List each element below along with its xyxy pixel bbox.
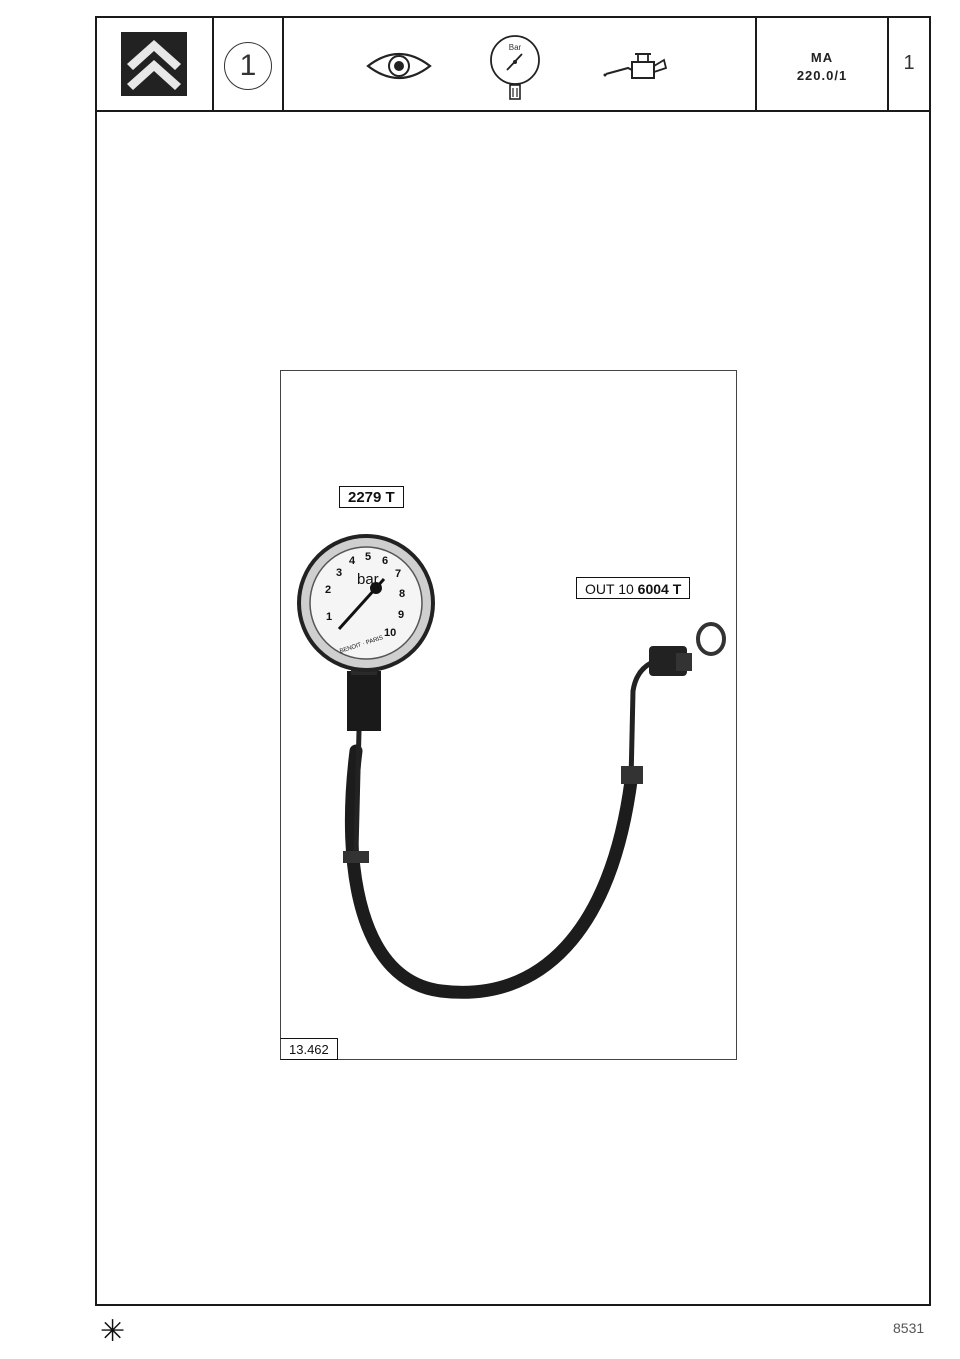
ref-code-line1: MA xyxy=(810,50,834,65)
section-number-cell: 1 xyxy=(214,18,284,110)
dial-number-1: 1 xyxy=(326,611,333,623)
dial-number-4: 4 xyxy=(349,555,356,567)
dial-number-8: 8 xyxy=(399,588,406,600)
header-bar: 1 Bar xyxy=(97,18,929,112)
page-number-cell: 1 xyxy=(889,18,929,110)
dial-number-6: 6 xyxy=(382,555,389,567)
reference-cell: MA 220.0/1 xyxy=(757,18,889,110)
ref-code-line2: 220.0/1 xyxy=(796,68,848,83)
asterisk-mark: ✳ xyxy=(100,1314,126,1349)
gauge-icon-label: Bar xyxy=(509,43,522,52)
dial-number-10: 10 xyxy=(384,627,397,639)
figure-number: 13.462 xyxy=(280,1038,338,1060)
dial-number-7: 7 xyxy=(395,568,402,580)
pressure-gauge-icon: Bar xyxy=(490,35,540,100)
pressure-gauge-tool-illustration xyxy=(297,534,726,999)
section-number: 1 xyxy=(224,42,272,90)
union-tool-label-prefix: OUT 10 xyxy=(585,581,638,597)
dial-unit: bar xyxy=(357,571,379,588)
page-number: 1 xyxy=(903,52,915,74)
dial-number-2: 2 xyxy=(325,584,332,596)
eye-icon xyxy=(366,53,432,79)
union-tool-label-number: 6004 T xyxy=(637,581,682,597)
oil-can-icon xyxy=(603,53,668,79)
union-tool-label: OUT 10 6004 T xyxy=(576,577,691,599)
logo-cell xyxy=(97,18,214,110)
dial-number-5: 5 xyxy=(365,551,372,563)
footer-code: 8531 xyxy=(893,1320,925,1336)
tool-photo-figure: 1 2 3 4 5 6 7 8 9 10 bar BENOIT · PARIS … xyxy=(280,370,737,1060)
dial-number-3: 3 xyxy=(336,567,343,579)
dial-number-9: 9 xyxy=(398,609,405,621)
operation-icons-cell: Bar xyxy=(284,18,757,110)
citroen-chevron-logo-icon xyxy=(121,32,187,96)
gauge-tool-label: 2279 T xyxy=(339,486,404,508)
document-frame: 1 Bar xyxy=(95,16,931,1306)
